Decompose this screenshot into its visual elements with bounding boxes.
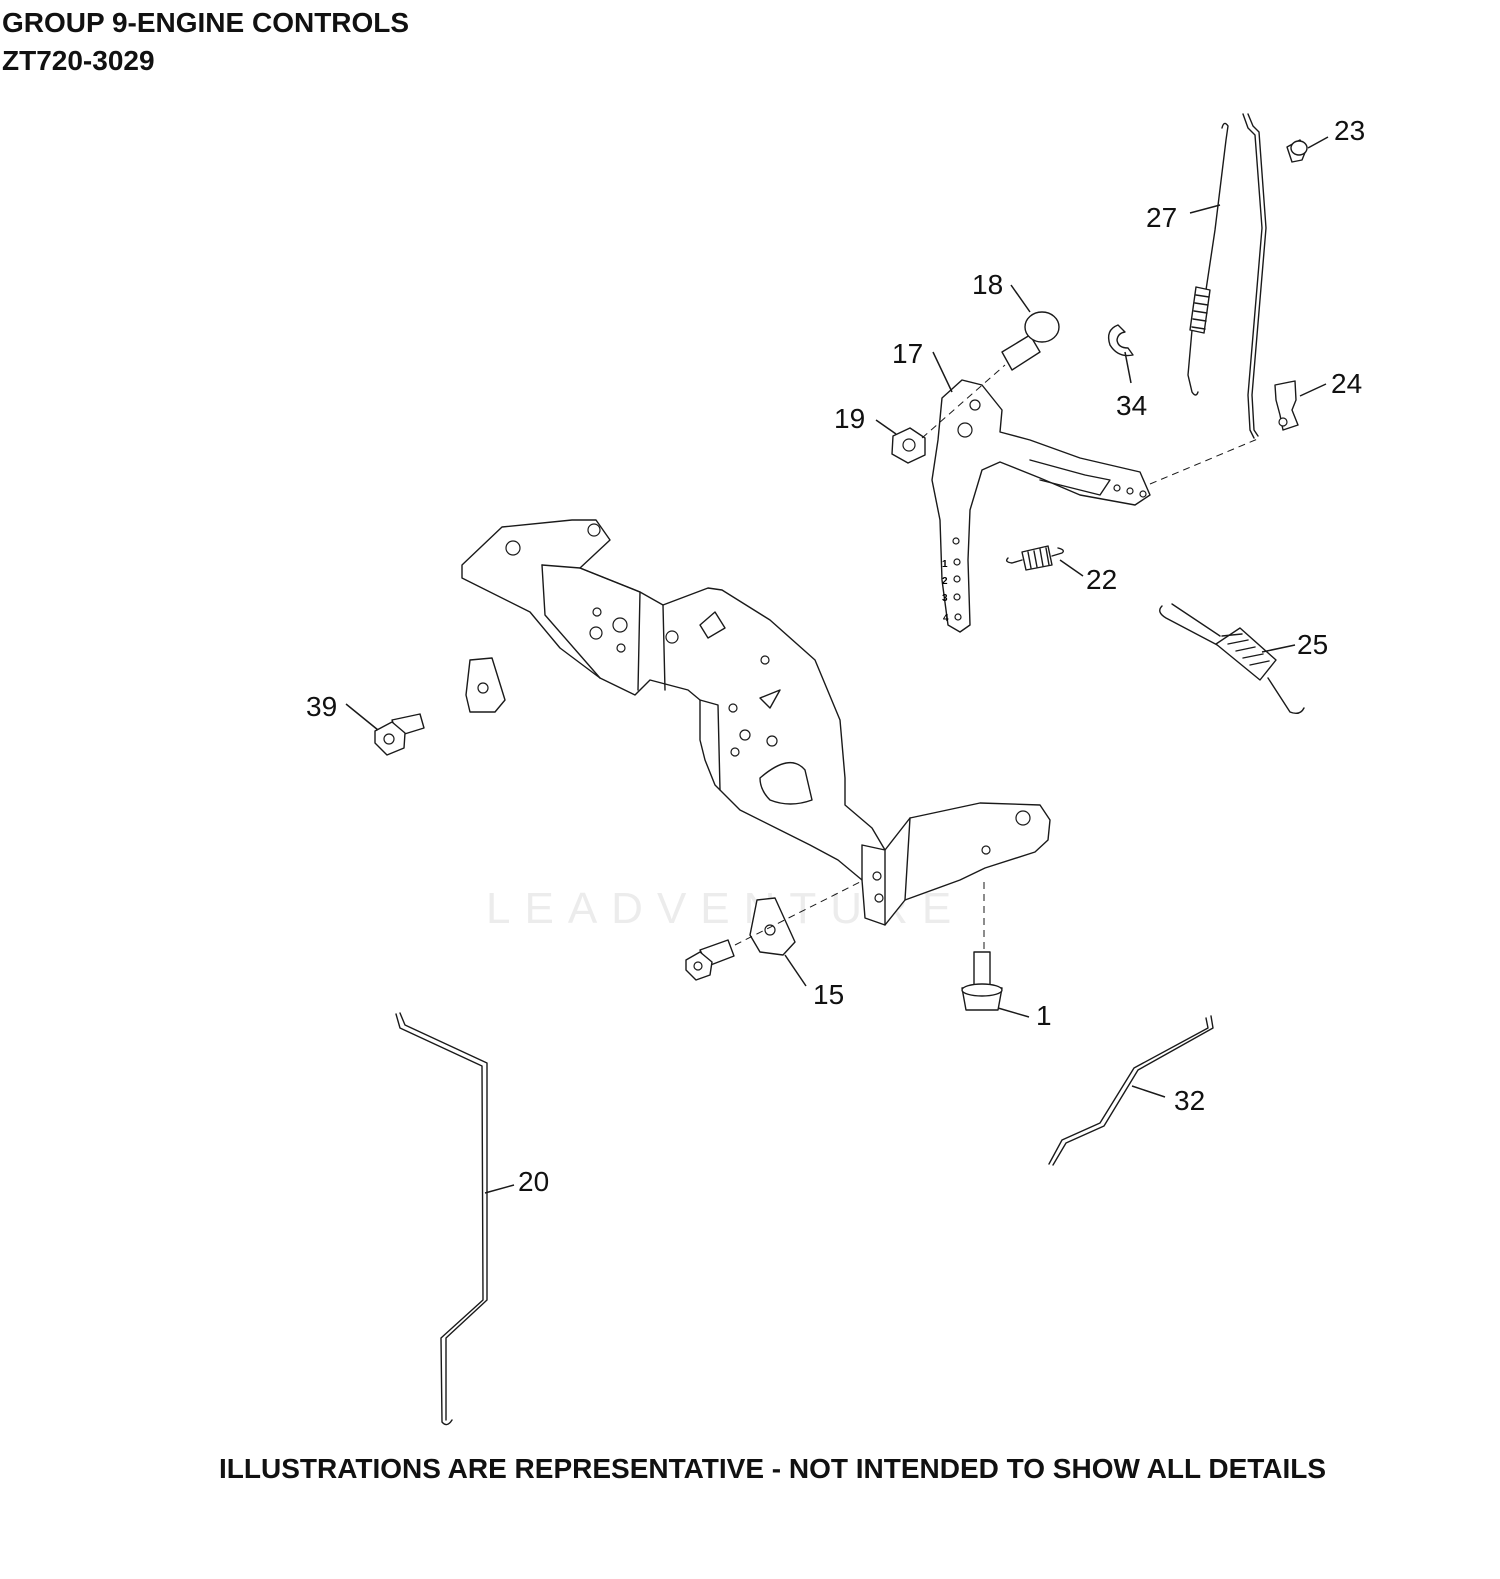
disclaimer-text: ILLUSTRATIONS ARE REPRESENTATIVE - NOT I…	[219, 1453, 1327, 1484]
callout-22: 22	[1086, 564, 1117, 595]
callout-24: 24	[1331, 368, 1362, 399]
hex-bolt	[685, 939, 735, 981]
lever-mark-2: 2	[942, 576, 948, 587]
governor-link-rod	[395, 1012, 488, 1426]
page-title: GROUP 9-ENGINE CONTROLS	[2, 7, 410, 38]
clevis-pin	[1001, 311, 1060, 371]
callout-19: 19	[834, 403, 865, 434]
callout-1: 1	[1036, 1000, 1052, 1031]
small-spring	[1005, 545, 1065, 571]
lever-mark-4: 4	[943, 613, 949, 624]
callout-32: 32	[1174, 1085, 1205, 1116]
lock-nut	[891, 427, 926, 464]
flange-bolt	[961, 951, 1003, 1011]
callout-18: 18	[972, 269, 1003, 300]
spring-rod	[1187, 122, 1229, 396]
throttle-lever: 1 2 3 4	[931, 379, 1151, 633]
callout-20: 20	[518, 1166, 549, 1197]
bushing	[1286, 139, 1308, 163]
lever-mark-3: 3	[942, 593, 948, 604]
callout-25: 25	[1297, 629, 1328, 660]
callout-23: 23	[1334, 115, 1365, 146]
lever-mark-1: 1	[942, 559, 948, 570]
callout-15: 15	[813, 979, 844, 1010]
main-bracket	[461, 519, 1051, 926]
throttle-link-rod	[1242, 113, 1267, 439]
choke-link-rod	[1048, 1015, 1214, 1166]
hex-bolt-39	[374, 713, 425, 756]
callout-34: 34	[1116, 390, 1147, 421]
extension-spring	[1159, 603, 1305, 715]
callout-39: 39	[306, 691, 337, 722]
cable-clamp-upper	[465, 657, 506, 713]
diagram-header: GROUP 9-ENGINE CONTROLS ZT720-3029	[2, 4, 409, 80]
e-clip	[1107, 324, 1134, 357]
model-number: ZT720-3029	[2, 45, 155, 76]
callout-27: 27	[1146, 202, 1177, 233]
callout-17: 17	[892, 338, 923, 369]
swivel-clip	[1274, 380, 1299, 431]
